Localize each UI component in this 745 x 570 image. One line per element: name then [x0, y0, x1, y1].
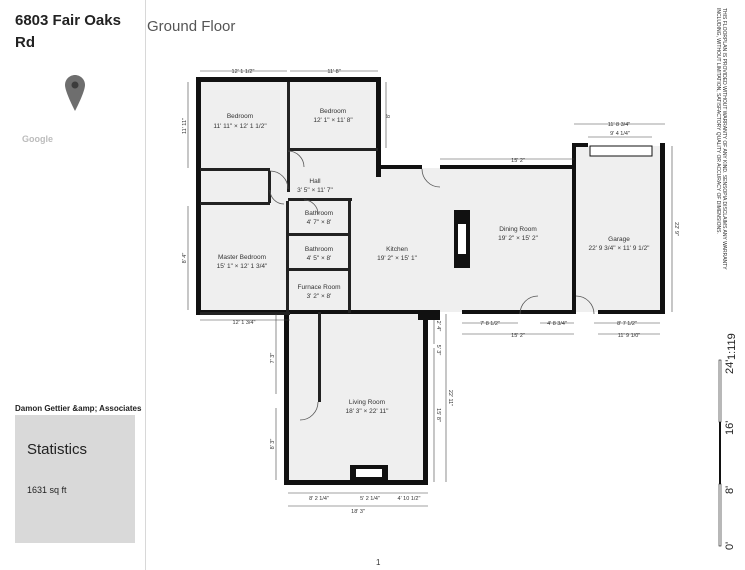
- dim-living-right-inner: 15' 8": [435, 408, 441, 422]
- room-dining-name: Dining Room: [499, 226, 537, 233]
- dim-living-right-outer: 22' 11": [447, 390, 453, 406]
- garage-shelf-icon: [589, 145, 653, 157]
- dim-living-bottom-mid: 5' 2 1/4": [360, 496, 380, 502]
- company-name: Damon Gettier &amp; Associates: [15, 404, 142, 413]
- dim-garage-bottom-inner: 8' 7 1/2": [617, 321, 637, 327]
- statistics-panel: Statistics 1631 sq ft: [15, 415, 135, 543]
- dim-master-left: 8' 4": [182, 253, 188, 264]
- dim-garage-top-inner: 9' 4 1/4": [610, 131, 630, 137]
- door-swings: [269, 150, 595, 421]
- scale-tick-0: 0': [724, 541, 736, 550]
- room-bathroom1-name: Bathroom: [305, 210, 333, 217]
- dim-bed2-right: 8': [386, 114, 392, 118]
- room-master-dims: 15' 1" × 12' 1 3/4": [217, 263, 268, 270]
- statistics-title: Statistics: [27, 441, 88, 458]
- room-master-name: Master Bedroom: [218, 254, 266, 261]
- sidebar: 6803 Fair Oaks Rd Google Damon Gettier &…: [0, 0, 146, 570]
- interior-walls: [200, 82, 378, 402]
- room-furnace-name: Furnace Room: [298, 284, 341, 291]
- disclaimer-text: This floorplan is provided without warra…: [715, 8, 727, 270]
- scale-tick-16: 16': [724, 420, 736, 435]
- room-living-dims: 18' 3" × 22' 11": [346, 408, 390, 415]
- room-garage-name: Garage: [608, 236, 630, 243]
- dim-dining-bottom-left: 7' 8 1/2": [480, 321, 500, 327]
- room-bedroom2-name: Bedroom: [320, 108, 346, 115]
- exterior-walls: [196, 77, 665, 485]
- dim-living-right-mid: 5' 3": [435, 345, 441, 356]
- dim-living-right-top: 2' 4": [435, 321, 441, 332]
- dim-living-left-lower: 8' 3": [270, 439, 276, 450]
- disclaimer: This floorplan is provided without warra…: [713, 8, 727, 283]
- dim-dining-bottom-total: 15' 2": [511, 333, 525, 339]
- dim-living-bottom-right: 4' 10 1/2": [398, 496, 421, 502]
- google-logo: Google: [22, 134, 53, 144]
- dim-living-left-upper: 7' 3": [270, 353, 276, 364]
- room-living-name: Living Room: [349, 399, 385, 406]
- fireplace-living-icon: [350, 465, 388, 481]
- statistics-area: 1631 sq ft: [27, 485, 67, 495]
- room-bedroom1-dims: 11' 11" × 12' 1 1/2": [213, 123, 267, 130]
- dim-living-bottom-total: 18' 3": [351, 509, 365, 515]
- dim-dining-top: 15' 2": [511, 158, 525, 164]
- room-bedroom1-name: Bedroom: [227, 113, 253, 120]
- room-bathroom1-dims: 4' 7" × 8': [307, 219, 332, 226]
- floor-title: Ground Floor: [147, 18, 236, 35]
- room-bedroom2-dims: 12' 1" × 11' 8": [313, 117, 353, 124]
- scale-tick-8: 8': [724, 485, 736, 494]
- dim-living-bottom-left: 8' 2 1/4": [309, 496, 329, 502]
- room-hall-name: Hall: [309, 178, 321, 185]
- page-number: 1: [376, 558, 381, 567]
- dim-garage-right: 22' 9": [673, 222, 679, 236]
- dim-dining-bottom-right: 4' 8 3/4": [547, 321, 567, 327]
- scale-bar-graphic: [718, 359, 722, 547]
- dim-bed1-top: 12' 1 1/2": [232, 69, 255, 75]
- property-address: 6803 Fair Oaks Rd: [15, 12, 121, 51]
- room-kitchen-name: Kitchen: [386, 246, 408, 253]
- fireplace-dining-icon: [454, 210, 470, 268]
- dim-bed2-top: 11' 8": [327, 69, 340, 75]
- floor-area: [200, 80, 665, 482]
- room-kitchen-dims: 19' 2" × 15' 1": [377, 255, 417, 262]
- map-pin-icon: [65, 75, 85, 111]
- room-bathroom2-name: Bathroom: [305, 246, 333, 253]
- scale-bar: 1:119 24' 16' 8' 0': [718, 330, 744, 550]
- room-garage-dims: 22' 9 3/4" × 11' 9 1/2": [588, 245, 650, 252]
- dim-bed1-left: 11' 11": [182, 118, 188, 134]
- dim-garage-bottom-outer: 11' 9 1/0": [618, 333, 641, 339]
- dim-garage-top-outer: 11' 8 3/4": [608, 122, 631, 128]
- floor-plan: Bedroom 11' 11" × 12' 1 1/2" Bedroom 12'…: [182, 69, 679, 515]
- room-furnace-dims: 3' 2" × 8': [307, 293, 332, 300]
- room-bathroom2-dims: 4' 5" × 8': [307, 255, 332, 262]
- room-dining-dims: 19' 2" × 15' 2": [498, 235, 538, 242]
- scale-ratio: 1:119: [726, 333, 738, 360]
- scale-tick-24: 24': [724, 359, 736, 374]
- dim-master-bottom: 12' 1 3/4": [233, 320, 256, 326]
- room-hall-dims: 3' 5" × 11' 7": [297, 187, 333, 194]
